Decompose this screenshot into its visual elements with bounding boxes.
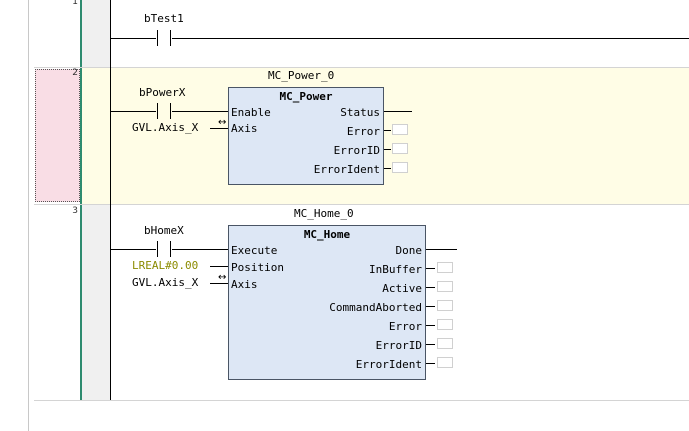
contact-symbol[interactable] xyxy=(157,241,171,257)
contact-variable[interactable]: bHomeX xyxy=(144,224,184,237)
fb-output-pin[interactable]: Done xyxy=(395,244,423,257)
fb-output-pin[interactable]: InBuffer xyxy=(369,263,422,276)
wire xyxy=(110,38,156,39)
fb-output-pin[interactable]: CommandAborted xyxy=(329,301,422,314)
wire xyxy=(210,283,229,284)
output-placeholder[interactable] xyxy=(392,143,408,154)
output-placeholder[interactable] xyxy=(437,281,453,292)
output-stub-wire xyxy=(426,325,435,326)
output-stub-wire xyxy=(426,363,435,364)
fb-instance-name[interactable]: MC_Home_0 xyxy=(294,207,354,220)
network-separator xyxy=(34,204,689,205)
fb-output-pin[interactable]: Error xyxy=(388,320,422,333)
wire xyxy=(384,111,412,112)
fb-input-pin[interactable]: Enable xyxy=(231,106,271,119)
inout-arrow-icon: ↔ xyxy=(218,117,227,128)
output-stub-wire xyxy=(384,130,391,131)
output-placeholder[interactable] xyxy=(437,319,453,330)
fb-input-pin[interactable]: Axis xyxy=(231,278,258,291)
fb-output-pin[interactable]: ErrorID xyxy=(333,144,380,157)
left-gutter xyxy=(0,0,28,431)
output-stub-wire xyxy=(426,287,435,288)
fb-output-pin[interactable]: Status xyxy=(340,106,380,119)
fb-input-pin[interactable]: Axis xyxy=(231,122,258,135)
output-placeholder[interactable] xyxy=(437,262,453,273)
output-placeholder[interactable] xyxy=(437,338,453,349)
fb-input-pin[interactable]: Position xyxy=(231,261,284,274)
fb-mc-power[interactable]: MC_Power Enable Axis Status Error ErrorI… xyxy=(228,87,384,185)
wire xyxy=(210,128,229,129)
axis-variable[interactable]: GVL.Axis_X xyxy=(132,276,199,289)
wire xyxy=(426,249,457,250)
network-separator xyxy=(34,67,689,68)
position-constant[interactable]: LREAL#0.00 xyxy=(132,259,199,272)
network-separator xyxy=(34,400,689,401)
inout-arrow-icon: ↔ xyxy=(218,272,227,283)
wire xyxy=(172,38,689,39)
fb-output-pin[interactable]: Active xyxy=(382,282,422,295)
output-stub-wire xyxy=(426,268,435,269)
contact-symbol[interactable] xyxy=(157,30,171,46)
fb-mc-home[interactable]: MC_Home Execute Position Axis Done InBuf… xyxy=(228,225,426,380)
network-2-background xyxy=(82,67,689,204)
power-rail xyxy=(80,0,82,400)
output-placeholder[interactable] xyxy=(437,357,453,368)
left-ladder-rail xyxy=(110,0,111,400)
fb-type-name: MC_Home xyxy=(303,228,351,241)
fb-output-pin[interactable]: ErrorIdent xyxy=(355,358,422,371)
wire xyxy=(210,266,229,267)
output-stub-wire xyxy=(384,149,391,150)
output-stub-wire xyxy=(384,168,391,169)
fb-output-pin[interactable]: Error xyxy=(346,125,380,138)
contact-variable[interactable]: bPowerX xyxy=(139,86,186,99)
output-placeholder[interactable] xyxy=(437,300,453,311)
network-number: 1 xyxy=(72,0,78,7)
output-placeholder[interactable] xyxy=(392,124,408,135)
axis-variable[interactable]: GVL.Axis_X xyxy=(132,121,199,134)
fb-type-name: MC_Power xyxy=(279,90,333,103)
network-number: 2 xyxy=(72,68,78,78)
output-stub-wire xyxy=(426,344,435,345)
gutter-divider xyxy=(28,0,29,431)
contact-variable[interactable]: bTest1 xyxy=(144,12,184,25)
wire xyxy=(172,249,229,250)
fb-input-pin[interactable]: Execute xyxy=(231,244,278,257)
wire xyxy=(110,249,156,250)
output-placeholder[interactable] xyxy=(392,162,408,173)
contact-symbol[interactable] xyxy=(157,103,171,119)
wire xyxy=(110,111,156,112)
fb-instance-name[interactable]: MC_Power_0 xyxy=(268,69,335,82)
network-2-margin-selected xyxy=(35,69,80,202)
fb-output-pin[interactable]: ErrorID xyxy=(375,339,422,352)
fb-output-pin[interactable]: ErrorIdent xyxy=(313,163,380,176)
wire xyxy=(172,111,229,112)
output-stub-wire xyxy=(426,306,435,307)
network-number: 3 xyxy=(72,206,78,216)
